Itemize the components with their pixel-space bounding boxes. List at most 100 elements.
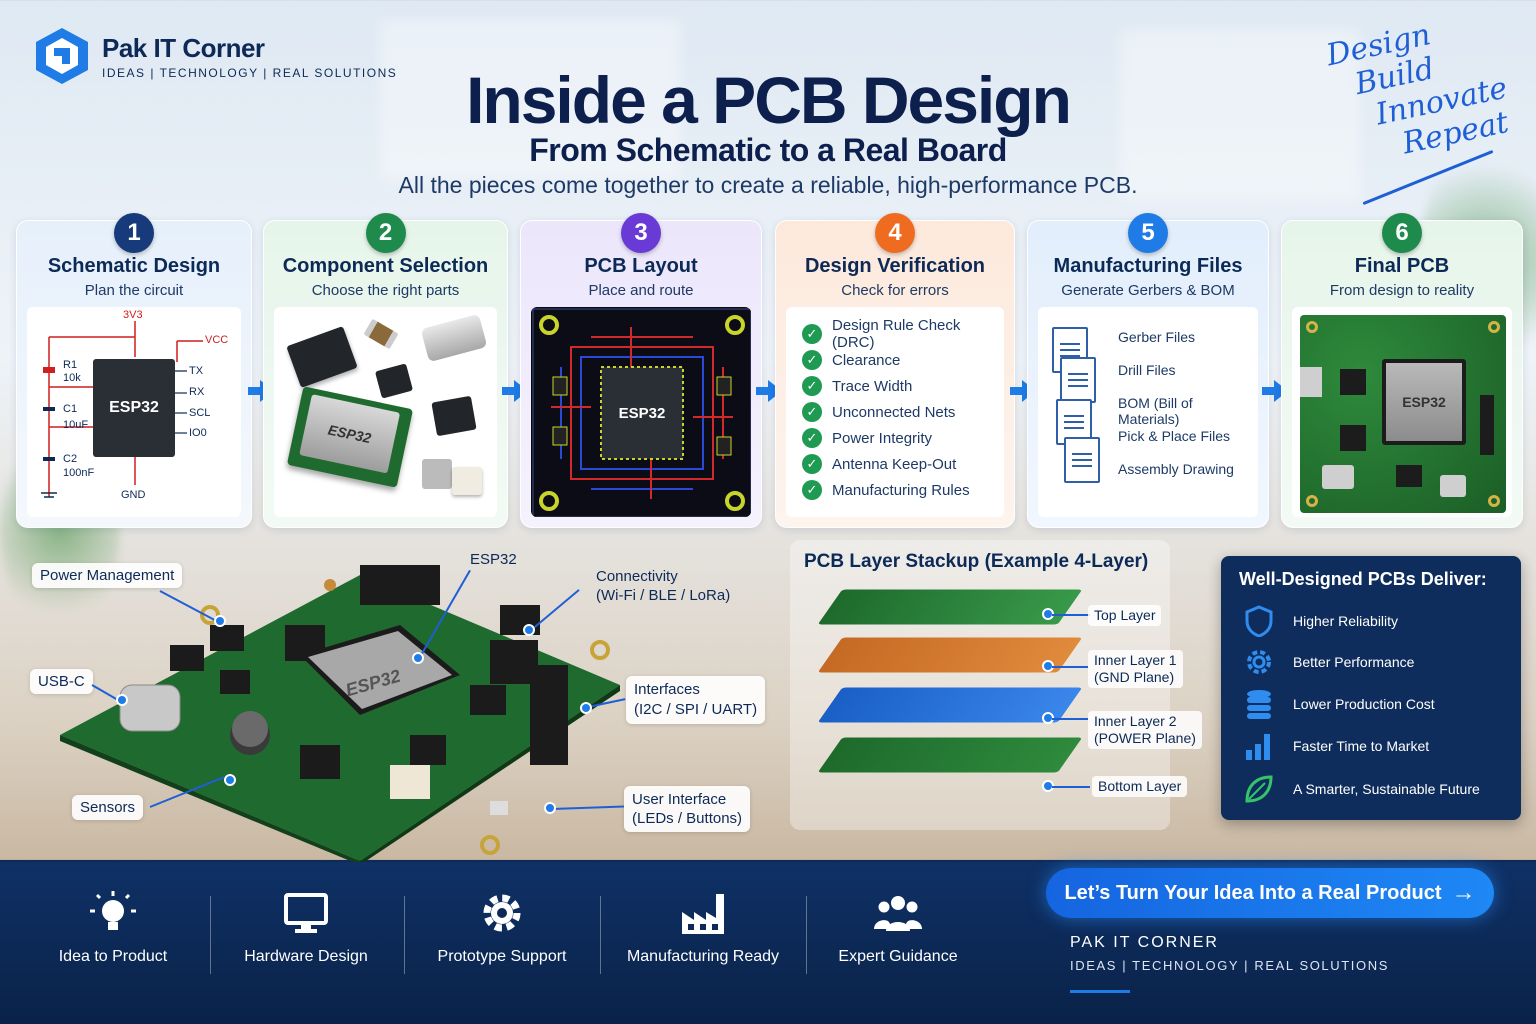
benefit-item: Better Performance [1241, 644, 1511, 680]
feature-label: Hardware Design [244, 948, 368, 965]
header-connector-icon [1480, 395, 1494, 455]
benefits-title: Well-Designed PCBs Deliver: [1239, 569, 1487, 589]
label-bottom-layer: Bottom Layer [1092, 776, 1188, 797]
check-item: ✓Antenna Keep-Out [802, 451, 1004, 477]
step-title: Design Verification [804, 255, 986, 277]
brand-tagline: IDEAS | TECHNOLOGY | REAL SOLUTIONS [102, 65, 398, 80]
usb-port-icon [1322, 465, 1354, 489]
file-item: Assembly Drawing [1118, 461, 1234, 477]
board-illustration: ESP32 [60, 565, 620, 865]
layer-bottom [817, 737, 1083, 773]
feature-label: Expert Guidance [838, 948, 958, 965]
feature-label: Idea to Product [58, 948, 168, 965]
factory-icon [608, 888, 798, 938]
document-icon [1060, 357, 1096, 403]
divider [600, 896, 601, 974]
components-illustration: ESP32 [274, 307, 497, 517]
schematic-chip: ESP32 [93, 359, 175, 457]
crystal-icon [420, 313, 488, 363]
logo-mark-icon [34, 26, 90, 86]
file-item: BOM (Bill of Materials) [1118, 395, 1193, 427]
r1-label: R1 [63, 359, 78, 371]
step-components: 2 Component Selection Choose the right p… [263, 213, 508, 528]
ic-package-icon [431, 395, 477, 437]
footer-brand-name: PAK IT CORNER [1070, 934, 1219, 951]
check-item: ✓Clearance [802, 347, 1004, 373]
arrow-right-icon: → [1451, 879, 1476, 906]
mount-hole-icon [1306, 495, 1318, 507]
check-item: ✓Design Rule Check (DRC) [802, 317, 1004, 351]
callout-dot [224, 774, 236, 786]
feature-label: Manufacturing Ready [626, 948, 780, 965]
callout-dot [544, 802, 556, 814]
step-subtitle: Choose the right parts [311, 282, 460, 299]
benefits-box: Well-Designed PCBs Deliver: Higher Relia… [1221, 556, 1521, 820]
step-schematic: 1 Schematic Design Plan the circuit ESP3… [16, 213, 252, 528]
ic-package-icon [374, 363, 414, 399]
mount-hole-icon [1306, 321, 1318, 333]
step-subtitle: Place and route [588, 282, 694, 299]
step-layout: 3 PCB Layout Place and route ESP32 [520, 213, 762, 528]
check-item: ✓Manufacturing Rules [802, 477, 1004, 503]
label-inner-layer-2: Inner Layer 2(POWER Plane) [1088, 711, 1202, 749]
leader-line [1052, 666, 1088, 668]
lightbulb-icon [18, 888, 208, 938]
schematic-diagram: ESP32 3V3 VCC R1 10k C1 10uF C2 100nF TX… [27, 307, 241, 517]
check-icon: ✓ [802, 402, 822, 422]
benefit-item: A Smarter, Sustainable Future [1241, 771, 1511, 807]
step-number: 6 [1382, 213, 1422, 253]
feature-prototype-support: Prototype Support [407, 888, 597, 966]
pcb-layout-image: ESP32 [531, 307, 751, 517]
check-icon: ✓ [802, 376, 822, 396]
benefit-item: Higher Reliability [1241, 603, 1511, 639]
check-item: ✓Trace Width [802, 373, 1004, 399]
document-icon [1064, 437, 1100, 483]
layer-top [817, 589, 1083, 625]
final-pcb-image: ESP32 [1292, 307, 1512, 517]
header-connector-icon [452, 467, 482, 495]
r1-value: 10k [63, 372, 81, 384]
ic-package-icon [1340, 369, 1366, 395]
cta-label: Let’s Turn Your Idea Into a Real Product [1064, 881, 1442, 904]
feature-manufacturing-ready: Manufacturing Ready [608, 888, 798, 966]
divider [404, 896, 405, 974]
feature-label: Prototype Support [437, 948, 567, 965]
label-power-management: Power Management [32, 563, 183, 588]
c2-label: C2 [63, 453, 78, 465]
step-title: Final PCB [1354, 255, 1450, 277]
cta-button[interactable]: Let’s Turn Your Idea Into a Real Product… [1046, 868, 1494, 918]
check-item: ✓Unconnected Nets [802, 399, 1004, 425]
people-icon [803, 888, 993, 938]
pcb-board-icon: ESP32 [1300, 315, 1506, 513]
brand-logo: Pak IT Corner IDEAS | TECHNOLOGY | REAL … [34, 26, 397, 86]
files-list: Gerber Files Drill Files BOM (Bill of Ma… [1038, 307, 1258, 517]
divider [210, 896, 211, 974]
net-vcc-label: VCC [205, 334, 229, 346]
usb-port-icon [1300, 367, 1322, 397]
check-icon: ✓ [802, 454, 822, 474]
callout-dot [116, 694, 128, 706]
step-number: 3 [621, 213, 661, 253]
label-inner-layer-1: Inner Layer 1(GND Plane) [1088, 650, 1183, 688]
gear-icon [1241, 644, 1277, 680]
usb-port-icon [1440, 475, 1466, 497]
usb-connector-icon [422, 459, 452, 489]
check-icon: ✓ [802, 428, 822, 448]
scl-label: SCL [189, 407, 211, 419]
step-final-pcb: 6 Final PCB From design to reality ESP32 [1281, 213, 1523, 528]
c2-value: 100nF [63, 467, 95, 479]
feature-expert-guidance: Expert Guidance [803, 888, 993, 966]
leaf-icon [1241, 771, 1277, 807]
leader-line [1052, 786, 1090, 788]
label-user-interface: User Interface(LEDs / Buttons) [624, 786, 751, 832]
mount-hole-icon [1488, 321, 1500, 333]
label-top-layer: Top Layer [1088, 605, 1162, 626]
callout-dot [523, 624, 535, 636]
step-subtitle: Plan the circuit [84, 282, 184, 299]
feature-hardware-design: Hardware Design [211, 888, 401, 966]
step-title: PCB Layout [584, 255, 698, 277]
step-subtitle: Check for errors [841, 282, 949, 299]
resistor-icon [363, 318, 399, 350]
footer-accent-line [1070, 990, 1130, 993]
label-connectivity: Connectivity(Wi-Fi / BLE / LoRa) [596, 568, 731, 604]
